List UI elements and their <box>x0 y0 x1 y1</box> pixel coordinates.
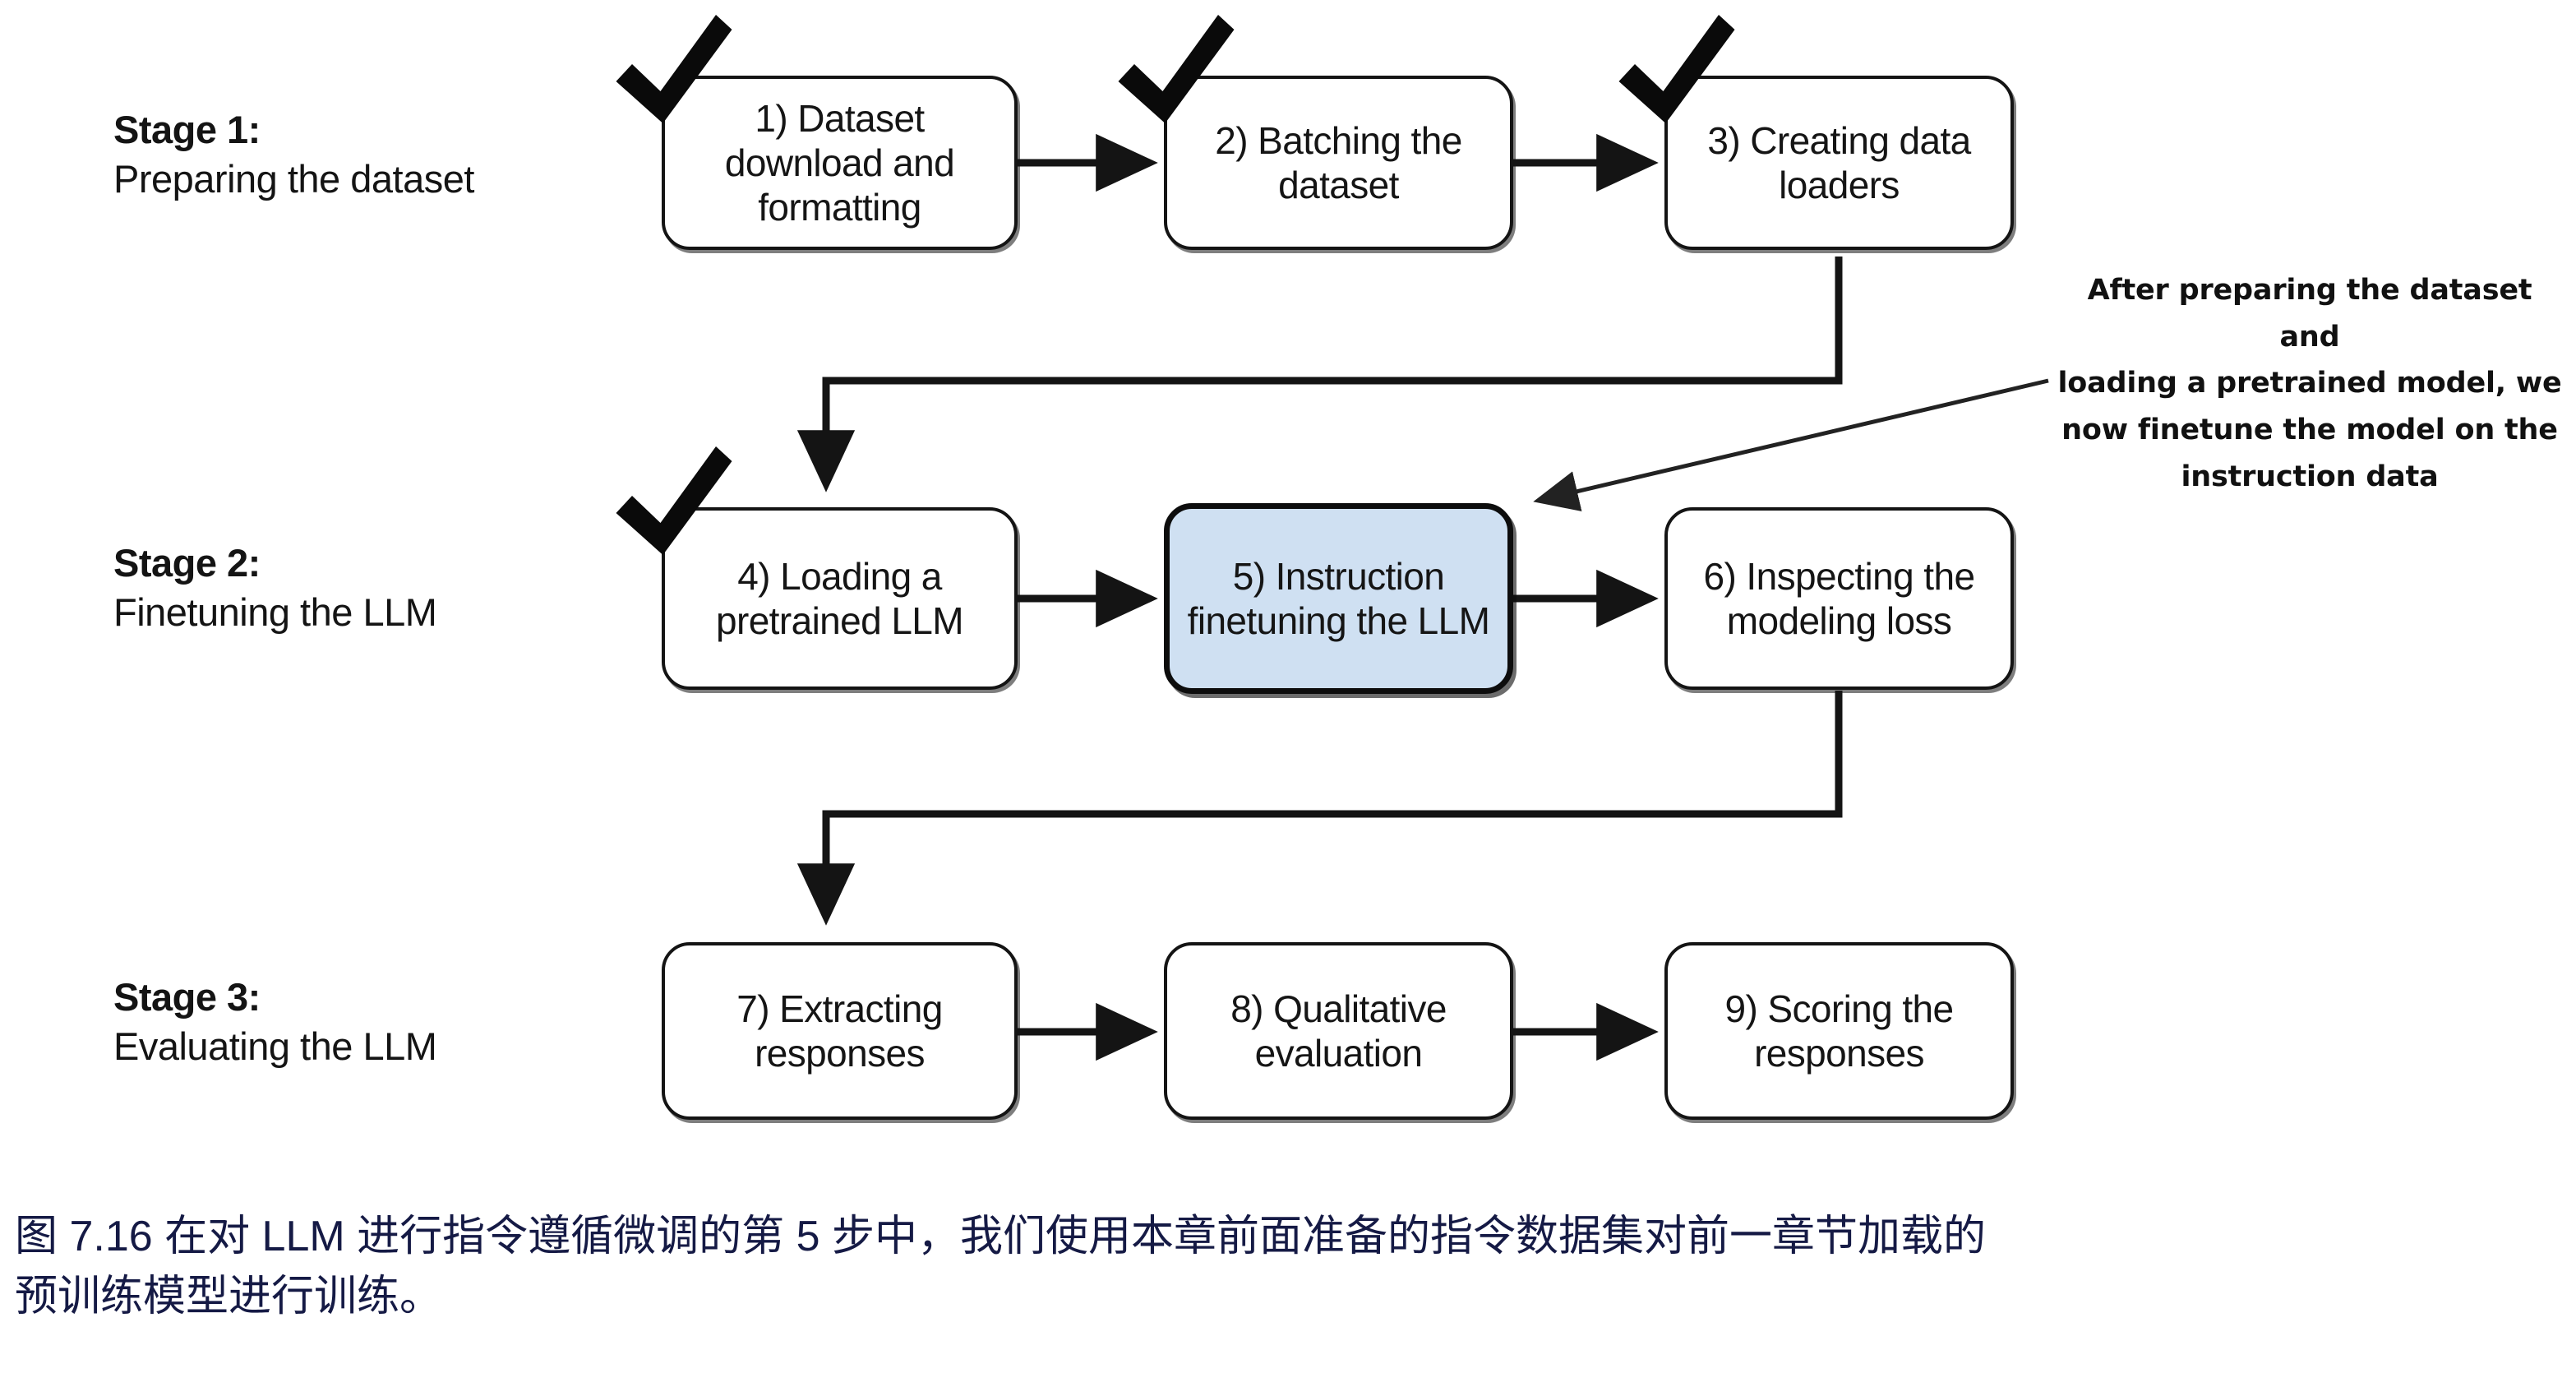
flow-node-1[interactable]: 1) Dataset download and formatting <box>662 76 1018 250</box>
figure-caption: 图 7.16 在对 LLM 进行指令遵循微调的第 5 步中，我们使用本章前面准备… <box>15 1207 2563 1327</box>
flow-node-6-label: 6) Inspecting the modeling loss <box>1703 554 1976 642</box>
flow-node-5[interactable]: 5) Instruction finetuning the LLM <box>1164 503 1513 694</box>
figure-caption-line-2: 预训练模型进行训练。 <box>15 1272 443 1320</box>
connector-stage2-to-stage3 <box>796 691 1843 926</box>
stage-3-title: Stage 3: <box>113 975 261 1019</box>
figure-caption-line-1: 图 7.16 在对 LLM 进行指令遵循微调的第 5 步中，我们使用本章前面准备… <box>15 1213 1986 1260</box>
annotation-line-1: After preparing the dataset and <box>2087 274 2532 354</box>
flow-node-9[interactable]: 9) Scoring the responses <box>1664 942 2014 1120</box>
stage-2-subtitle: Finetuning the LLM <box>113 590 437 635</box>
annotation-line-4: instruction data <box>2181 460 2439 493</box>
flow-node-3[interactable]: 3) Creating data loaders <box>1664 76 2014 250</box>
stage-2-title: Stage 2: <box>113 541 261 585</box>
flow-node-6[interactable]: 6) Inspecting the modeling loss <box>1664 507 2014 690</box>
stage-1-title: Stage 1: <box>113 108 261 151</box>
flow-node-3-label: 3) Creating data loaders <box>1707 118 1971 206</box>
annotation-line-3: now finetune the model on the <box>2061 414 2558 447</box>
flow-node-5-label: 5) Instruction finetuning the LLM <box>1187 554 1490 642</box>
stage-3-subtitle: Evaluating the LLM <box>113 1024 437 1069</box>
flow-node-7-label: 7) Extracting responses <box>736 987 943 1075</box>
flow-node-2[interactable]: 2) Batching the dataset <box>1164 76 1513 250</box>
stage-1-subtitle: Preparing the dataset <box>113 157 474 201</box>
flow-node-8-label: 8) Qualitative evaluation <box>1230 987 1447 1075</box>
annotation-line-2: loading a pretrained model, we <box>2057 367 2562 400</box>
flow-node-9-label: 9) Scoring the responses <box>1724 987 1955 1075</box>
flow-node-1-label: 1) Dataset download and formatting <box>724 96 955 229</box>
flow-node-7[interactable]: 7) Extracting responses <box>662 942 1018 1120</box>
annotation-pointer-arrow <box>1533 378 2049 512</box>
flow-node-4-label: 4) Loading a pretrained LLM <box>716 554 964 642</box>
stage-label-2: Stage 2: Finetuning the LLM <box>113 539 437 637</box>
stage-label-1: Stage 1: Preparing the dataset <box>113 105 474 204</box>
flow-node-2-label: 2) Batching the dataset <box>1215 118 1462 206</box>
flow-node-4[interactable]: 4) Loading a pretrained LLM <box>662 507 1018 690</box>
flow-node-8[interactable]: 8) Qualitative evaluation <box>1164 942 1513 1120</box>
stage-label-3: Stage 3: Evaluating the LLM <box>113 973 437 1071</box>
connector-stage1-to-stage2 <box>796 257 1843 492</box>
annotation-text: After preparing the dataset and loading … <box>2055 267 2564 500</box>
